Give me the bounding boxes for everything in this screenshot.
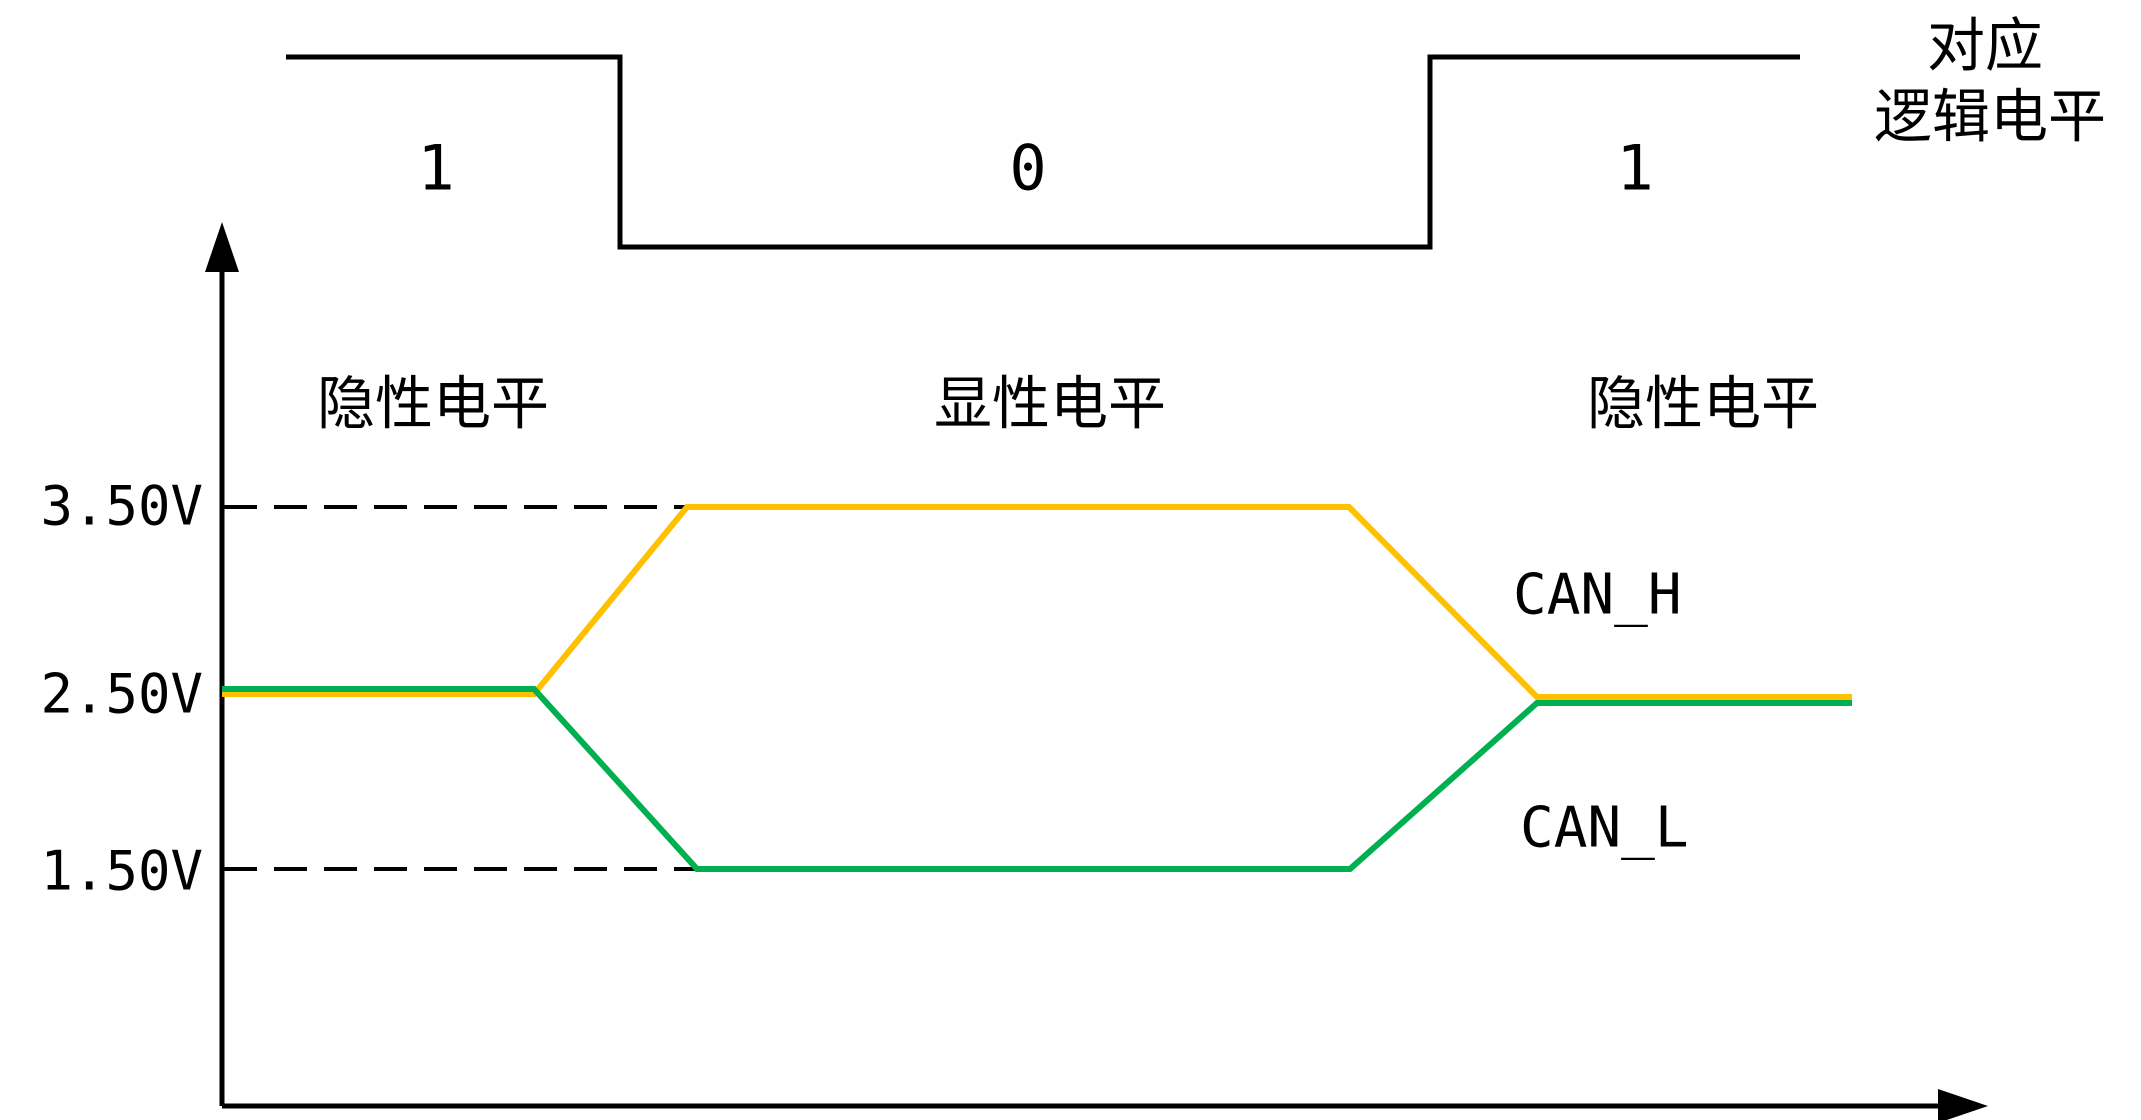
logic-bit-label-0: 0	[1009, 132, 1046, 205]
region-label-dominant: 显性电平	[934, 372, 1166, 437]
voltage-label-3v5: 3.50V	[40, 475, 203, 538]
caption-line-2: 逻辑电平	[1874, 85, 2106, 150]
voltage-label-1v5: 1.50V	[40, 840, 203, 903]
can-l-trace	[222, 686, 1852, 872]
voltage-label-2v5: 2.50V	[40, 663, 203, 726]
caption-line-1: 对应	[1927, 14, 2043, 79]
y-axis-arrow-icon	[205, 222, 239, 272]
region-label-recessive-left: 隐性电平	[317, 372, 549, 437]
can-h-trace	[222, 504, 1852, 700]
logic-bit-label-1: 1	[417, 132, 454, 205]
logic-waveform-line	[286, 54, 1800, 250]
logic-bit-label-2: 1	[1616, 132, 1653, 205]
region-label-recessive-right: 隐性电平	[1587, 372, 1819, 437]
can-l-label: CAN_L	[1520, 796, 1689, 861]
x-axis-arrow-icon	[1938, 1089, 1988, 1120]
can-h-label: CAN_H	[1513, 563, 1682, 628]
